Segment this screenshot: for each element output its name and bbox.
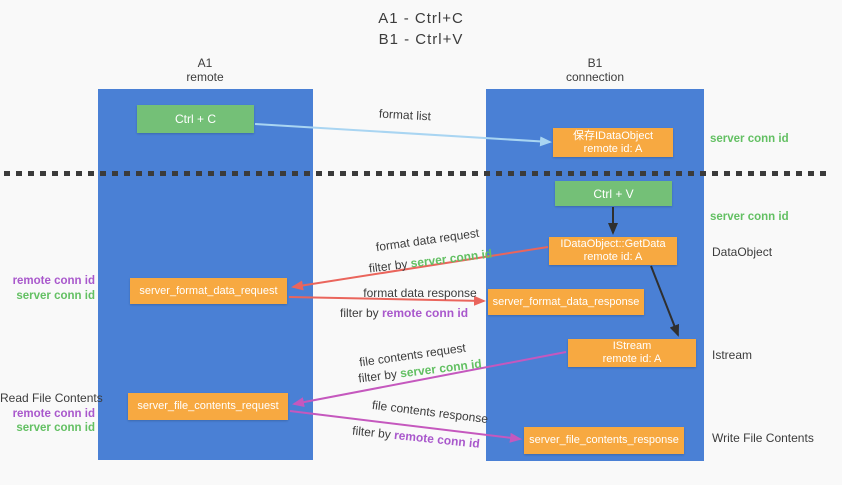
node-ctrl-c-label: Ctrl + C bbox=[174, 112, 216, 126]
edge-label-format-data-response: format data response bbox=[363, 286, 477, 300]
node-server-format-data-response: server_format_data_response bbox=[488, 289, 644, 315]
node-server-format-data-response-label: server_format_data_response bbox=[492, 295, 640, 308]
lane-header-b1: B1 connection bbox=[545, 56, 645, 84]
node-server-format-data-request-label: server_format_data_request bbox=[139, 284, 278, 297]
node-idataobject-getdata-line1: IDataObject::GetData bbox=[560, 238, 666, 250]
lane-header-a1: A1 remote bbox=[155, 56, 255, 84]
label-server-conn-id-top-right: server conn id bbox=[710, 133, 789, 145]
label-server-conn-id-left-top: server conn id bbox=[16, 290, 95, 302]
node-istream-line1: IStream bbox=[612, 340, 652, 352]
node-server-file-contents-response: server_file_contents_response bbox=[524, 427, 684, 454]
arrow-format-data-request bbox=[291, 246, 549, 291]
node-save-idataobject-line1: 保存IDataObject bbox=[572, 129, 654, 142]
node-idataobject-getdata-line2: remote id: A bbox=[583, 251, 643, 263]
arrow-format-list bbox=[254, 123, 552, 147]
node-ctrl-c: Ctrl + C bbox=[137, 105, 254, 133]
node-server-format-data-request: server_format_data_request bbox=[130, 278, 287, 304]
filter-by-text: filter by bbox=[340, 306, 383, 320]
label-dataobject: DataObject bbox=[712, 245, 773, 259]
node-server-file-contents-response-label: server_file_contents_response bbox=[529, 434, 679, 446]
session-divider-dotted-line bbox=[4, 171, 828, 176]
node-server-file-contents-request: server_file_contents_request bbox=[128, 393, 288, 420]
node-ctrl-v-label: Ctrl + V bbox=[593, 186, 634, 201]
arrow-format-data-response bbox=[288, 295, 486, 306]
label-istream: Istream bbox=[712, 348, 753, 362]
lane-b1-name: B1 bbox=[587, 56, 603, 70]
remote-conn-id-key: remote conn id bbox=[382, 306, 469, 320]
node-ctrl-v: Ctrl + V bbox=[555, 181, 672, 206]
edge-label-format-data-response-filter: filter by remote conn id bbox=[340, 306, 469, 320]
lane-a1-name: A1 bbox=[197, 56, 213, 70]
node-server-file-contents-request-label: server_file_contents_request bbox=[137, 400, 279, 412]
label-server-conn-id-mid-right: server conn id bbox=[710, 211, 789, 223]
label-read-file-contents: Read File Contents bbox=[0, 391, 103, 405]
title-line-a1: A1 - Ctrl+C bbox=[378, 10, 464, 27]
arrow-file-contents-response bbox=[289, 410, 522, 443]
node-idataobject-getdata: IDataObject::GetData remote id: A bbox=[549, 237, 677, 265]
label-remote-conn-id-left-top: remote conn id bbox=[12, 275, 95, 287]
arrow-getdata-to-istream bbox=[650, 265, 680, 337]
node-istream: IStream remote id: A bbox=[568, 339, 696, 367]
label-server-conn-id-left-bottom: server conn id bbox=[16, 422, 95, 434]
label-write-file-contents: Write File Contents bbox=[712, 431, 814, 445]
label-remote-conn-id-left-bottom: remote conn id bbox=[12, 408, 95, 420]
node-save-idataobject: 保存IDataObject remote id: A bbox=[553, 128, 673, 157]
arrow-file-contents-request bbox=[292, 351, 567, 408]
title-line-b1: B1 - Ctrl+V bbox=[378, 31, 464, 48]
node-istream-line2: remote id: A bbox=[602, 353, 662, 365]
page-title: A1 - Ctrl+C B1 - Ctrl+V bbox=[0, 8, 842, 50]
lane-b1-role: connection bbox=[565, 70, 625, 84]
lane-a1-role: remote bbox=[186, 70, 224, 84]
node-save-idataobject-line2: remote id: A bbox=[583, 142, 643, 155]
